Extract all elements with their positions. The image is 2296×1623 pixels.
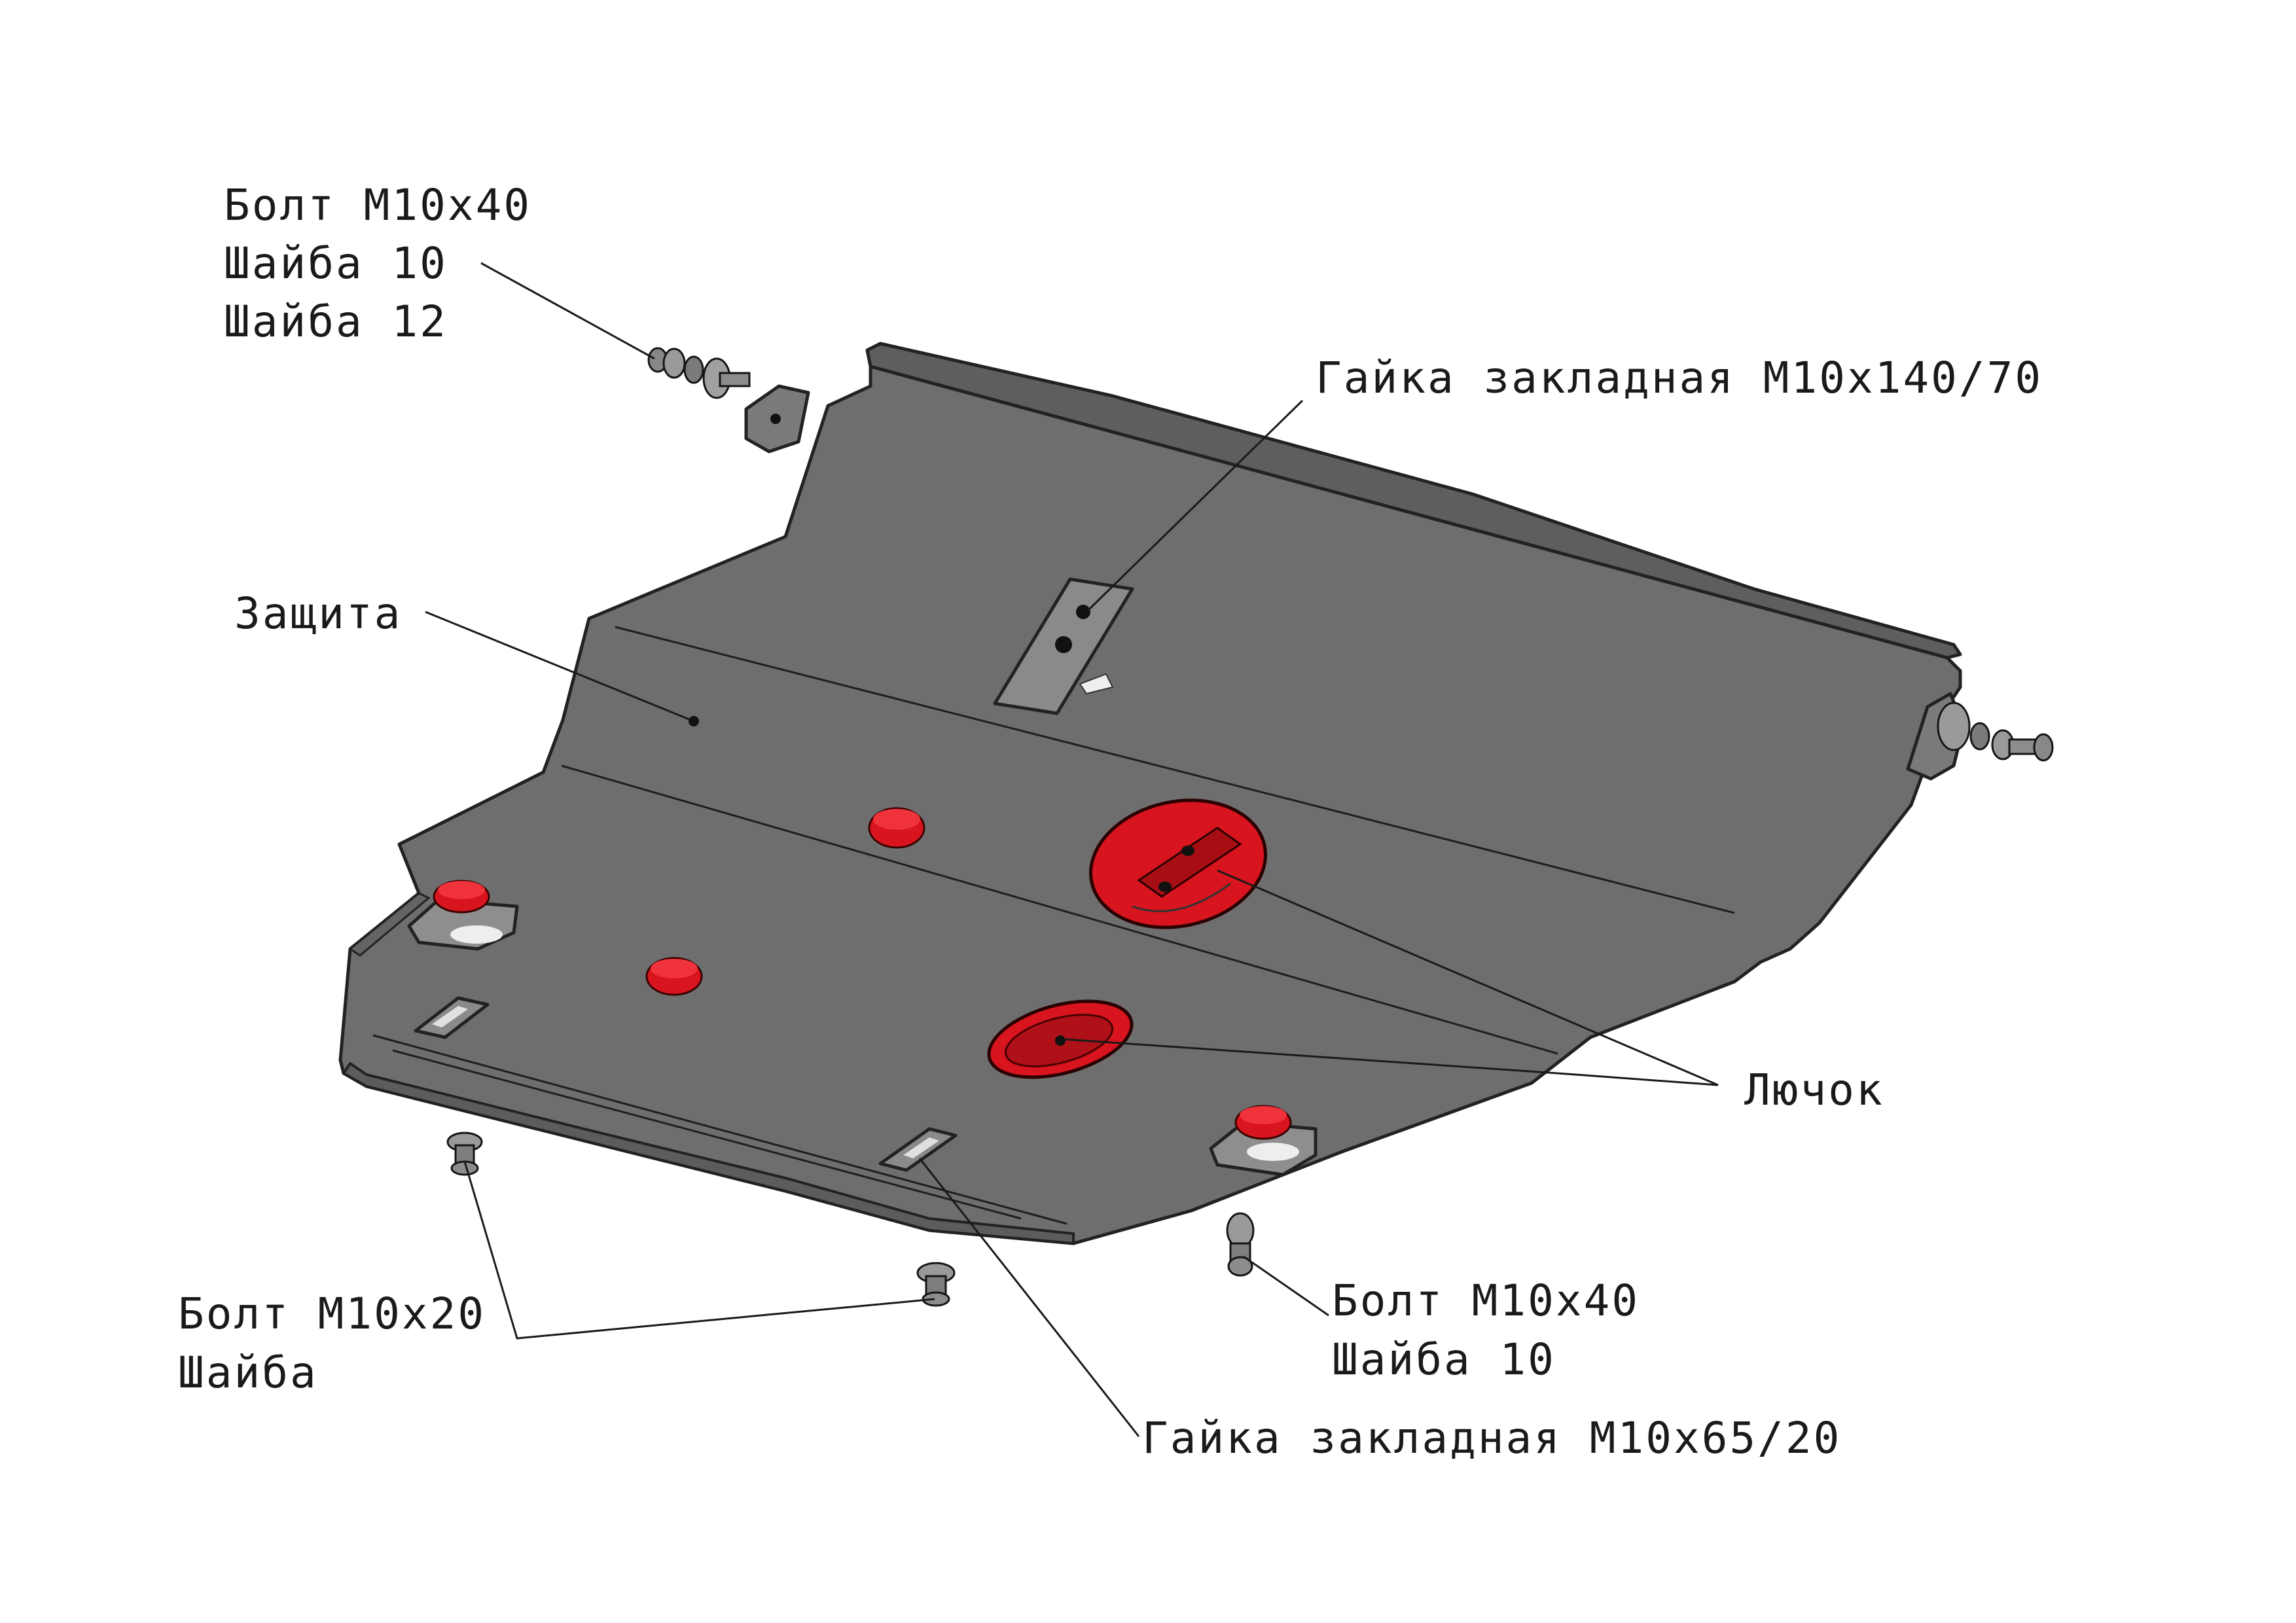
callout-hatch: Лючок — [1744, 1065, 1884, 1115]
hatch-cover-round — [1088, 798, 1268, 929]
bolt-bottom-center — [916, 1262, 956, 1307]
red-plug-left — [645, 957, 703, 996]
leader-bolt-bottom-left — [463, 1161, 935, 1340]
callout-bolt-top-left-line-1: Болт М10х40 — [224, 180, 531, 230]
leader-lines — [425, 262, 1719, 1437]
embedded-nut-plate-front-center — [878, 1127, 958, 1172]
callout-bolt-bottom-right-line-1: Болт М10х40 — [1332, 1275, 1640, 1326]
callout-hatch-line-1: Лючок — [1744, 1065, 1884, 1115]
leader-hatch-oval — [1063, 1038, 1719, 1086]
fold-line-lower — [561, 764, 1558, 1055]
bolt-bottom-right — [1226, 1212, 1255, 1277]
bracket-front-left — [407, 880, 519, 951]
shield-marker-dot — [689, 716, 699, 726]
fold-line-front-2 — [392, 1049, 1022, 1220]
plate-front-lip — [342, 1061, 1075, 1245]
leader-nut-top — [1085, 399, 1304, 613]
callout-bolt-top-left: Болт М10х40 Шайба 10 Шайба 12 — [224, 180, 560, 347]
callout-bolt-top-left-line-2: Шайба 10 — [224, 238, 448, 289]
callout-bolt-bottom-right-line-2: Шайба 10 — [1332, 1334, 1556, 1385]
callout-bolt-bottom-left: Болт М10х20 Шайба — [178, 1289, 514, 1398]
embedded-nut-plate-top — [993, 577, 1134, 715]
callout-bolt-top-left-line-3: Шайба 12 — [224, 296, 448, 347]
red-plug-center — [868, 807, 925, 849]
leader-shield — [425, 611, 691, 721]
skid-plate — [338, 342, 1962, 1245]
plate-left-lip — [348, 892, 431, 957]
callout-nut-bottom-line-1: Гайка закладная М10х65/20 — [1142, 1413, 1841, 1463]
callout-nut-top-line-1: Гайка закладная М10х140/70 — [1316, 353, 2043, 403]
bolt-bottom-left — [446, 1132, 483, 1176]
callout-bolt-bottom-left-line-2: Шайба — [178, 1347, 318, 1398]
callout-shield-line-1: Защита — [234, 588, 402, 639]
leader-nut-bottom — [918, 1158, 1140, 1437]
leader-bolt-bottom-right — [1243, 1255, 1329, 1317]
callout-nut-top: Гайка закладная М10х140/70 — [1316, 353, 2043, 403]
hatch-cover-oval — [987, 999, 1134, 1079]
fold-line-front — [372, 1034, 1067, 1225]
leader-hatch-round — [1217, 869, 1719, 1086]
callout-bolt-bottom-left-line-1: Болт М10х20 — [178, 1289, 486, 1339]
callout-bolt-bottom-right: Болт М10х40 Шайба 10 — [1332, 1275, 1668, 1385]
embedded-nut-plate-front-left — [414, 996, 490, 1039]
leader-bolt-top-left — [480, 262, 655, 360]
bolt-stack-top-left — [647, 347, 751, 399]
callout-shield: Защита — [234, 588, 402, 639]
bracket-rear-left — [744, 384, 810, 454]
bolt-stack-right — [1937, 702, 2054, 762]
bracket-front-right — [1209, 1105, 1318, 1177]
fold-line-upper — [615, 626, 1735, 914]
plate-body — [338, 365, 1962, 1245]
callout-nut-bottom: Гайка закладная М10х65/20 — [1142, 1413, 1841, 1463]
